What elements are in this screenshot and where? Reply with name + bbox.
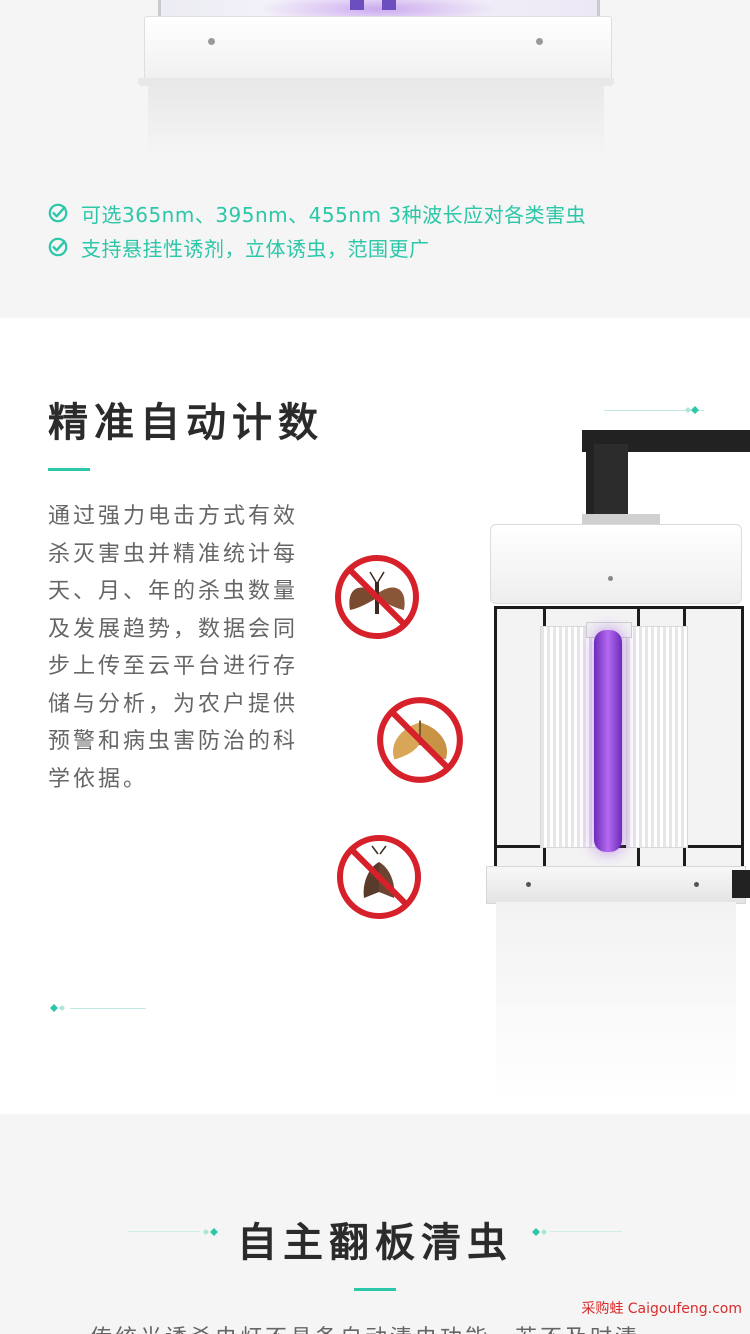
feature-text: 可选365nm、395nm、455nm 3种波长应对各类害虫	[81, 202, 587, 227]
description-line: 步上传至云平台进行存	[48, 654, 299, 679]
leaf-moth-prohibited-icon	[374, 694, 466, 786]
diamond-decor-icon	[685, 406, 699, 414]
screw	[208, 38, 215, 45]
title-underline	[354, 1288, 396, 1291]
diamond-decor-icon	[50, 1004, 65, 1012]
description-line: 储与分析，为农户提供	[48, 691, 299, 717]
decor-line	[70, 1008, 146, 1009]
section-description-partial: 传统光诱杀虫灯不具备自动清虫功能，若不及时清	[90, 1320, 710, 1334]
device-cap	[490, 524, 742, 604]
diamond-decor-icon	[532, 1228, 547, 1236]
device-lower-body	[486, 866, 746, 904]
watermark: 采购蛙 Caigoufeng.com	[581, 1301, 742, 1317]
screw	[536, 38, 543, 45]
description-line: 通过强力电击方式有效	[48, 504, 299, 529]
decor-line	[604, 410, 704, 411]
feature-item: 可选365nm、395nm、455nm 3种波长应对各类害虫	[48, 196, 586, 230]
uv-tube-bottom	[350, 0, 364, 10]
decor-line	[128, 1231, 200, 1232]
mount-arm	[594, 444, 628, 520]
side-bracket	[732, 870, 750, 898]
auto-cleaning-section: 自主翻板清虫 采购蛙 Caigoufeng.com 传统光诱杀虫灯不具备自动清虫…	[0, 1114, 750, 1334]
lower-screw	[694, 882, 699, 887]
device-bottom-fade	[496, 902, 736, 1102]
uv-lamp-tube	[594, 630, 622, 852]
section-title: 自主翻板清虫	[237, 1220, 513, 1266]
check-circle-icon	[48, 203, 68, 223]
electric-grid	[540, 626, 602, 848]
cap-screw	[608, 576, 613, 581]
diamond-decor-icon	[203, 1228, 218, 1236]
description-line: 及发展趋势，数据会同	[48, 616, 299, 642]
section-description: 通过强力电击方式有效 杀灭害虫并精准统计每 天、月、年的杀虫数量 及发展趋势，数…	[48, 498, 318, 798]
uv-tube-bottom	[382, 0, 396, 10]
wavelength-section: 可选365nm、395nm、455nm 3种波长应对各类害虫 支持悬挂性诱剂，立…	[0, 0, 750, 318]
lower-screw	[526, 882, 531, 887]
description-line: 杀灭害虫并精准统计每	[48, 541, 299, 567]
feature-text: 支持悬挂性诱剂，立体诱虫，范围更广	[81, 236, 430, 261]
description-line: 学依据。	[48, 766, 149, 792]
mount-bracket	[582, 514, 660, 524]
description-line: 天、月、年的杀虫数量	[48, 579, 299, 604]
check-circle-icon	[48, 237, 68, 257]
section-title: 精准自动计数	[48, 400, 324, 446]
electric-grid	[626, 626, 688, 848]
device-base	[144, 16, 612, 80]
title-underline	[48, 468, 90, 471]
brown-moth-prohibited-icon	[334, 832, 424, 922]
moth-prohibited-icon	[332, 552, 422, 642]
device-top-image	[138, 0, 614, 162]
decor-line	[550, 1231, 622, 1232]
insect-killer-device-image	[486, 426, 750, 1106]
device-shadow	[148, 86, 604, 156]
device-lip	[138, 78, 614, 86]
description-line: 预警和病虫害防治的科	[48, 729, 299, 754]
feature-list: 可选365nm、395nm、455nm 3种波长应对各类害虫 支持悬挂性诱剂，立…	[48, 196, 586, 264]
auto-counting-section: 精准自动计数 通过强力电击方式有效 杀灭害虫并精准统计每 天、月、年的杀虫数量 …	[0, 318, 750, 1114]
feature-item: 支持悬挂性诱剂，立体诱虫，范围更广	[48, 230, 586, 264]
